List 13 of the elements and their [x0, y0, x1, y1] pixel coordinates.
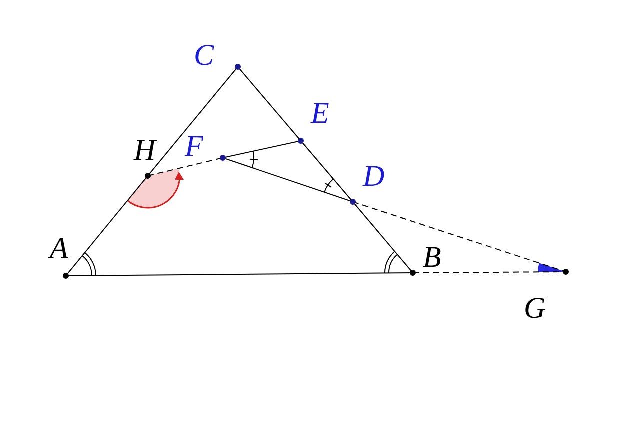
line-segment	[66, 176, 148, 276]
point-label: E	[311, 99, 330, 129]
point-label: B	[423, 243, 442, 273]
line-segment	[300, 140, 354, 202]
point-label: C	[194, 41, 214, 71]
line-segment	[352, 202, 414, 274]
point-label: F	[185, 132, 204, 162]
point-label: D	[363, 162, 385, 192]
point-label: G	[524, 294, 546, 324]
line-segment	[238, 66, 302, 142]
point-label: A	[50, 234, 68, 264]
point-label: H	[134, 136, 156, 166]
line-segment	[148, 66, 238, 176]
